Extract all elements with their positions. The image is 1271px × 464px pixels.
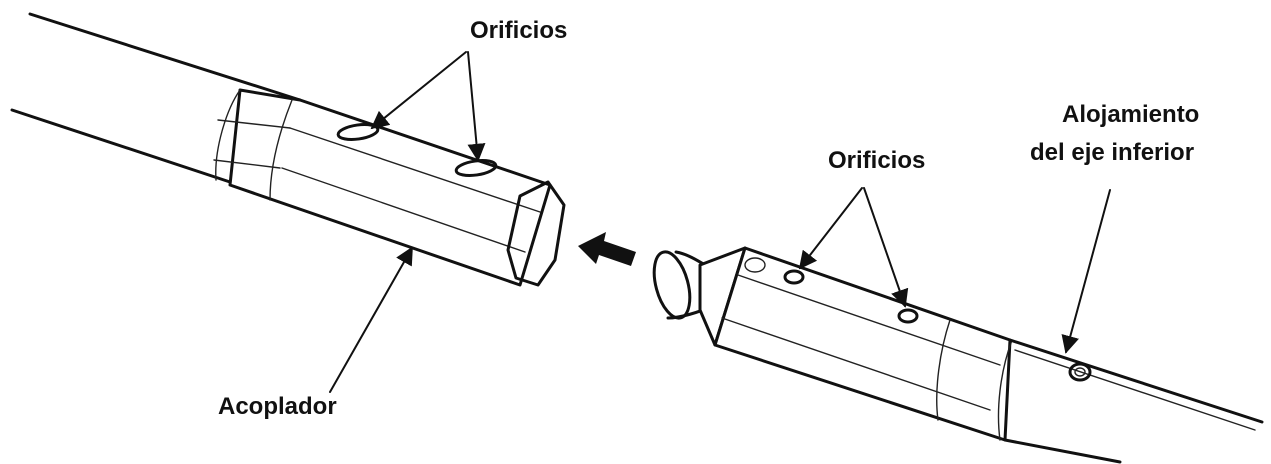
housing-hole-1 bbox=[783, 269, 805, 285]
lower-shaft-tube bbox=[1003, 338, 1264, 464]
insert-direction-arrow-icon bbox=[578, 232, 636, 266]
label-holes-right: Orificios bbox=[828, 147, 926, 174]
leader-holes-right bbox=[798, 187, 909, 308]
label-holes-left: Orificios bbox=[470, 17, 568, 44]
label-coupler: Acoplador bbox=[218, 393, 337, 420]
lower-shaft-housing bbox=[713, 246, 1013, 442]
leader-housing bbox=[1061, 189, 1111, 354]
coupler-hole-1 bbox=[336, 123, 380, 141]
upper-shaft bbox=[10, 12, 302, 184]
leader-holes-left bbox=[370, 51, 486, 162]
housing-hole-2 bbox=[897, 308, 919, 324]
leader-coupler bbox=[329, 246, 413, 393]
lower-shaft-end bbox=[652, 246, 747, 347]
coupler bbox=[213, 88, 566, 287]
label-lower-shaft-housing-line1: Alojamiento bbox=[1062, 101, 1200, 128]
label-lower-shaft-housing-line2: del eje inferior bbox=[1030, 139, 1195, 166]
